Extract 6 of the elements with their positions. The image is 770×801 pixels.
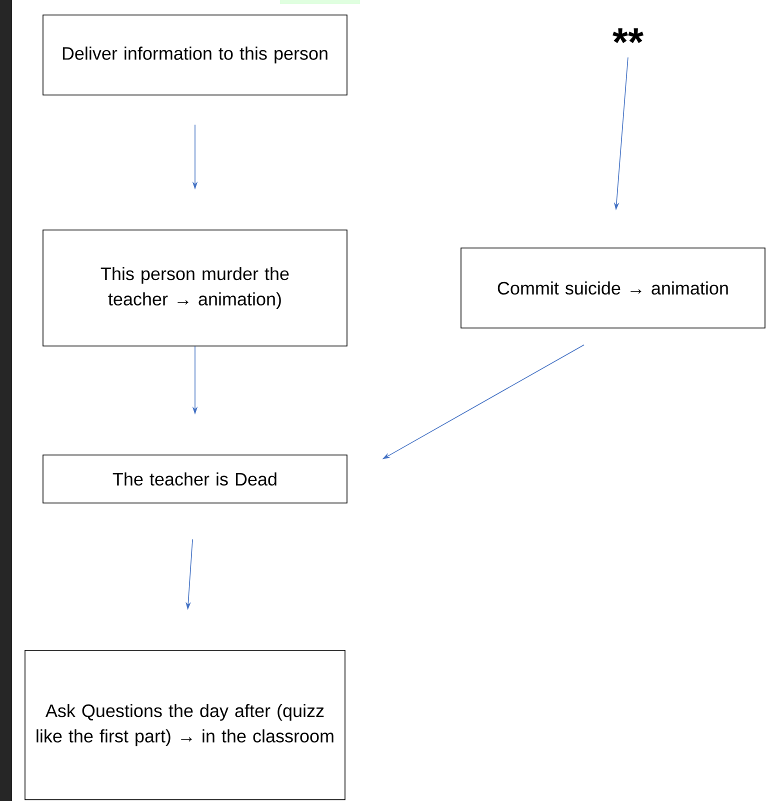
process-box: Ask Questions the day after (quizz like the first part) → in the classroom <box>24 650 346 800</box>
asterisk-text: ** <box>612 28 644 44</box>
process-box: Deliver information to this person <box>42 14 348 96</box>
process-box: This person murder the teacher → animation) <box>42 230 348 346</box>
process-box: The teacher is Dead <box>42 454 348 504</box>
process-box: Commit suicide → animation <box>460 248 766 328</box>
